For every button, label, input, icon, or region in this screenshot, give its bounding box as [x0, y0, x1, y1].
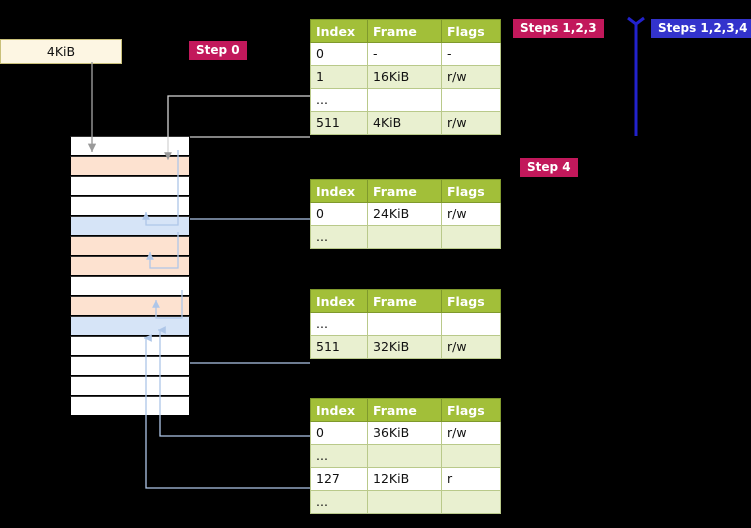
- cell-index: 511: [310, 335, 368, 359]
- cell-index: 1: [310, 65, 368, 89]
- cell-flags: r/w: [441, 111, 501, 135]
- cell-frame: [367, 312, 442, 336]
- cell-flags: [441, 444, 501, 468]
- cell-frame: 24KiB: [367, 202, 442, 226]
- cell-flags: r/w: [441, 335, 501, 359]
- memory-cell: [70, 356, 190, 376]
- cell-frame: [367, 444, 442, 468]
- memory-cell: [70, 296, 190, 316]
- table-row: ...: [310, 88, 501, 112]
- cell-frame: [367, 88, 442, 112]
- cell-frame: 36KiB: [367, 421, 442, 445]
- cell-flags: r/w: [441, 421, 501, 445]
- memory-cell: [70, 176, 190, 196]
- cell-index: 0: [310, 42, 368, 66]
- cell-frame: [367, 490, 442, 514]
- column-header-index: Index: [310, 289, 368, 313]
- cell-index: 127: [310, 467, 368, 491]
- cell-flags: r: [441, 467, 501, 491]
- column-header-flags: Flags: [441, 398, 501, 422]
- column-header-flags: Flags: [441, 19, 501, 43]
- table-row: ...: [310, 444, 501, 468]
- column-header-frame: Frame: [367, 289, 442, 313]
- cell-frame: -: [367, 42, 442, 66]
- cell-flags: [441, 312, 501, 336]
- memory-cell: [70, 236, 190, 256]
- table-row: ...: [310, 225, 501, 249]
- cell-flags: [441, 88, 501, 112]
- cell-index: 0: [310, 421, 368, 445]
- column-header-frame: Frame: [367, 179, 442, 203]
- cell-flags: r/w: [441, 65, 501, 89]
- badge-steps-1-2-3-4: Steps 1,2,3,4: [651, 19, 751, 38]
- badge-step-0: Step 0: [189, 41, 247, 60]
- badge-steps-1-2-3: Steps 1,2,3: [513, 19, 604, 38]
- table-row: ...: [310, 312, 501, 336]
- column-header-index: Index: [310, 19, 368, 43]
- memory-cell-column: [70, 136, 190, 416]
- cell-index: ...: [310, 312, 368, 336]
- cell-frame: 4KiB: [367, 111, 442, 135]
- cell-frame: [367, 225, 442, 249]
- column-header-index: Index: [310, 179, 368, 203]
- cell-frame: 12KiB: [367, 467, 442, 491]
- cell-index: ...: [310, 225, 368, 249]
- memory-block-label: 4KiB: [46, 44, 76, 59]
- memory-block-4kib: 4KiB: [0, 39, 122, 64]
- memory-cell: [70, 136, 190, 156]
- table-row: 0--: [310, 42, 501, 66]
- column-header-frame: Frame: [367, 19, 442, 43]
- memory-cell: [70, 316, 190, 336]
- column-header-index: Index: [310, 398, 368, 422]
- cell-flags: -: [441, 42, 501, 66]
- cell-frame: 16KiB: [367, 65, 442, 89]
- column-header-frame: Frame: [367, 398, 442, 422]
- column-header-flags: Flags: [441, 289, 501, 313]
- table-row: ...: [310, 490, 501, 514]
- cell-flags: [441, 490, 501, 514]
- memory-cell: [70, 256, 190, 276]
- column-header-flags: Flags: [441, 179, 501, 203]
- memory-cell: [70, 376, 190, 396]
- cell-index: 0: [310, 202, 368, 226]
- memory-cell: [70, 396, 190, 416]
- cell-index: ...: [310, 490, 368, 514]
- memory-cell: [70, 336, 190, 356]
- cell-flags: r/w: [441, 202, 501, 226]
- memory-cell: [70, 156, 190, 176]
- cell-flags: [441, 225, 501, 249]
- badge-step-4: Step 4: [520, 158, 578, 177]
- cell-index: ...: [310, 444, 368, 468]
- memory-cell: [70, 276, 190, 296]
- cell-index: ...: [310, 88, 368, 112]
- memory-cell: [70, 196, 190, 216]
- cell-index: 511: [310, 111, 368, 135]
- cell-frame: 32KiB: [367, 335, 442, 359]
- memory-cell: [70, 216, 190, 236]
